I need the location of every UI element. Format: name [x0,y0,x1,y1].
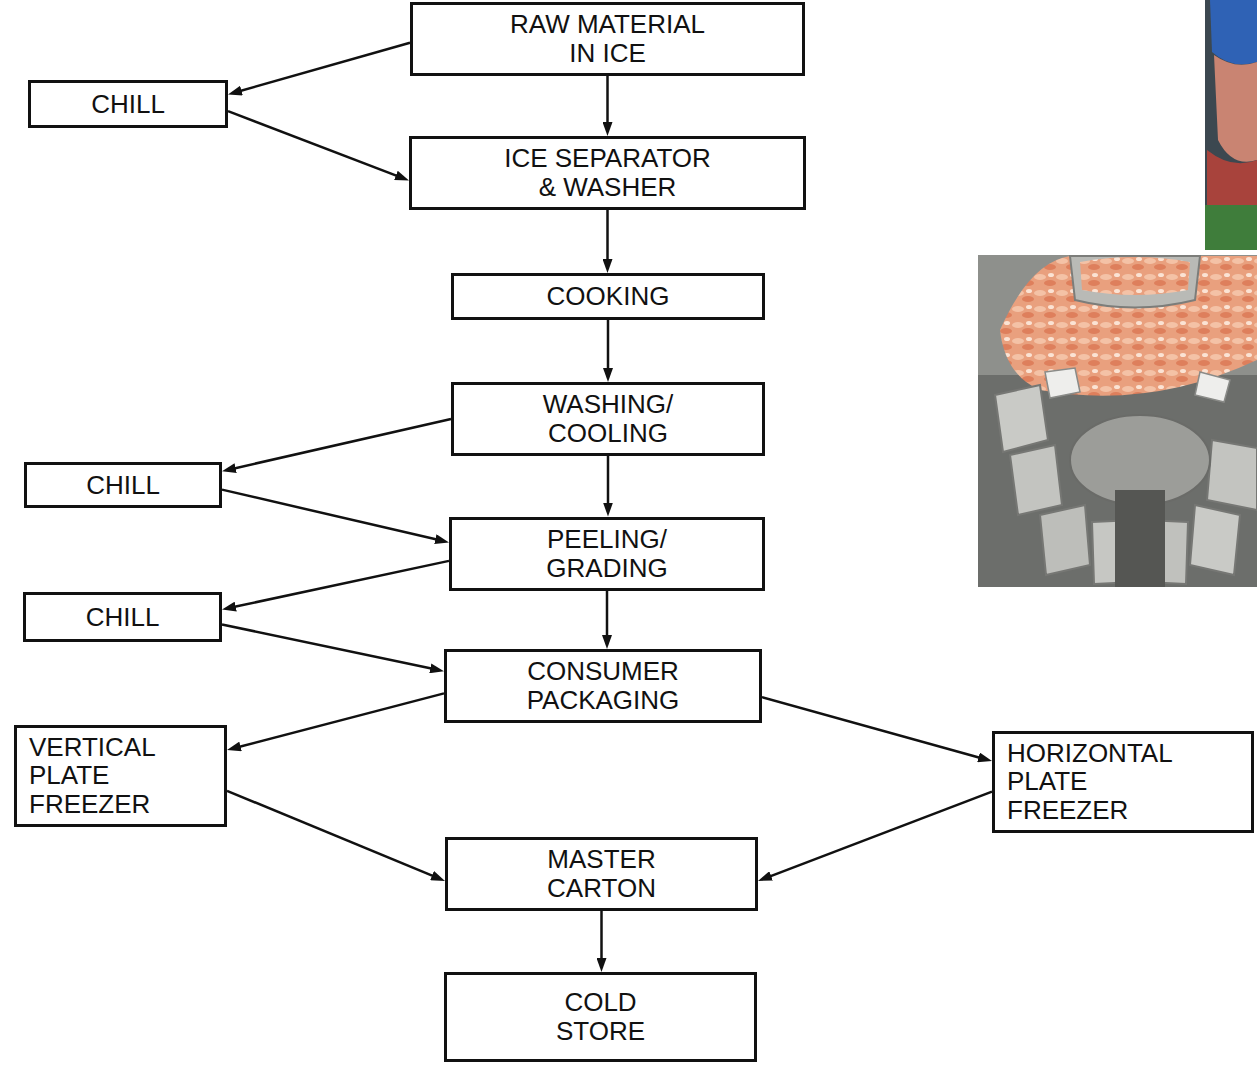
shrimp-pile [1000,256,1257,396]
hopper [1070,256,1200,308]
flap [1195,372,1230,402]
process-box: CHILL [28,80,228,128]
bucket [1010,445,1062,515]
box-label: MASTER CARTON [522,845,682,902]
flow-arrow [235,693,444,748]
process-box: WASHING/ COOLING [451,382,765,456]
flow-arrow [607,456,610,509]
box-label: ICE SEPARATOR & WASHER [497,144,719,201]
process-box: COLD STORE [444,972,757,1062]
flow-arrow [600,911,603,965]
box-label: COLD STORE [551,988,651,1045]
flow-arrow [606,210,609,265]
flow-arrow [230,419,451,469]
flow-arrow [230,561,449,608]
flow-arrow [222,490,441,541]
box-label: CHILL [86,603,160,632]
flow-arrow [236,43,410,93]
box-label: RAW MATERIAL IN ICE [500,10,715,67]
process-box: MASTER CARTON [445,837,758,911]
bucket [1190,505,1240,575]
process-box: COOKING [451,273,765,320]
box-label: WASHING/ COOLING [518,390,698,447]
process-box: CONSUMER PACKAGING [444,649,762,723]
process-box: CHILL [23,592,222,642]
flow-arrow [607,320,610,374]
worker-photo [1205,0,1257,250]
process-box: PEELING/ GRADING [449,517,765,591]
flap [1045,368,1080,398]
shirt [1205,205,1257,250]
process-box: HORIZONTAL PLATE FREEZER [992,731,1254,833]
process-box: ICE SEPARATOR & WASHER [409,136,806,210]
bucket [995,385,1048,452]
process-box: CHILL [24,462,222,508]
flow-arrow [606,591,609,642]
shrimp-top [1080,257,1190,295]
column [1115,490,1165,587]
flow-arrow [762,697,984,759]
flow-arrow [227,791,438,878]
flow-arrow [765,792,992,878]
process-box: RAW MATERIAL IN ICE [410,2,805,76]
box-label: VERTICAL PLATE FREEZER [29,733,179,819]
box-label: HORIZONTAL PLATE FREEZER [1007,739,1187,825]
box-label: COOKING [547,282,670,311]
bucket [1040,505,1090,575]
face [1214,55,1257,162]
photo-ground [978,255,1257,587]
box-label: CHILL [91,90,165,119]
flow-arrow [606,76,609,128]
photo-ground [1205,0,1257,250]
bucket [1207,440,1257,510]
box-label: CHILL [86,471,160,500]
process-box: VERTICAL PLATE FREEZER [14,725,227,827]
flow-arrow [228,111,402,177]
cap [1210,0,1257,64]
box-label: PEELING/ GRADING [517,525,697,582]
flow-arrow [222,625,436,670]
weigher-photo [978,255,1257,587]
box-label: CONSUMER PACKAGING [503,657,703,714]
